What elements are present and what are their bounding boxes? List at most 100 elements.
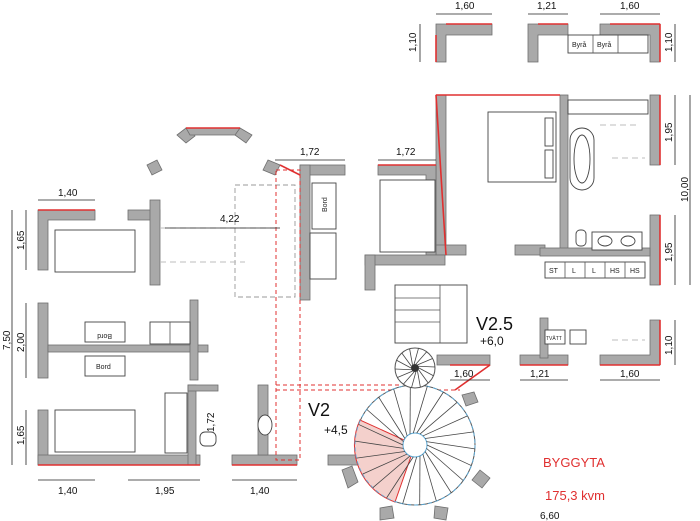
dimension-lines <box>11 13 691 481</box>
spiral-step-small <box>417 358 433 366</box>
label-bord-upper: Bord <box>322 197 329 212</box>
dim-top-right-2: 1,21 <box>537 1 557 12</box>
spiral-step <box>425 431 474 439</box>
wall-l-v2 <box>37 302 49 379</box>
furniture <box>54 34 649 454</box>
laundry-sink <box>569 329 587 345</box>
wall-tower-l <box>327 454 359 466</box>
wall-tr-5 <box>649 214 661 286</box>
wall-bay-r <box>262 159 281 176</box>
dim-mid-top-1: 1,72 <box>300 147 320 158</box>
label-wardrobe-0: ST <box>549 268 559 275</box>
spiral-step-small <box>396 359 412 369</box>
cabinet-right <box>567 99 649 115</box>
label-byra-2: Byrå <box>597 41 612 49</box>
toilet-master <box>575 229 587 247</box>
toilet-left <box>199 431 217 447</box>
dim-left-2: 2,00 <box>16 332 27 352</box>
spiral-step-small <box>409 348 413 365</box>
label-v2-level: +4,5 <box>324 423 348 437</box>
spiral-step <box>356 451 405 459</box>
spiral-step <box>362 453 408 475</box>
wall-bed-bottom-l <box>435 244 467 256</box>
stair-upper <box>394 284 468 344</box>
spiral-step <box>424 451 452 493</box>
spiral-step-small <box>395 368 412 371</box>
spiral-step-small <box>403 371 415 385</box>
label-v2-5-level: +6,0 <box>480 334 504 348</box>
spiral-step <box>426 441 475 450</box>
wall-l-bot <box>37 454 201 466</box>
spiral-step <box>422 453 437 502</box>
spiral-step <box>372 455 411 489</box>
wall-l-mid <box>47 344 209 353</box>
dim-left-1: 1,65 <box>16 230 27 250</box>
sink-1 <box>597 235 613 247</box>
dim-mid-top-2: 1,72 <box>396 147 416 158</box>
dim-top-right-side: 1,10 <box>664 32 675 52</box>
spiral-step <box>402 456 418 504</box>
dining-table <box>234 184 296 298</box>
dim-left-3: 1,65 <box>16 425 27 445</box>
table-left-2 <box>84 355 126 377</box>
cabinet-top <box>567 34 649 54</box>
dashed-red-zone <box>275 169 301 461</box>
wall-tr-4 <box>649 94 661 166</box>
kitchen-unit <box>309 232 337 280</box>
dim-bottom-1: 1,40 <box>58 486 78 497</box>
wall-l-v1 <box>149 199 161 286</box>
dim-mid-right-3: 1,60 <box>620 369 640 380</box>
bed-left-bottom <box>54 409 136 453</box>
label-area-value: 175,3 kvm <box>545 488 605 503</box>
cabinet-bath <box>164 392 188 454</box>
bed-central <box>379 179 436 253</box>
label-v2-5: V2.5 <box>476 314 513 334</box>
spiral-step <box>355 440 404 449</box>
wall-tr-6 <box>599 319 661 366</box>
dim-left-room-top: 1,40 <box>58 188 78 199</box>
label-wardrobe-2: L <box>592 268 596 275</box>
red-outline <box>38 23 661 466</box>
spiral-step-small <box>411 371 417 388</box>
wall-c-4 <box>364 254 446 266</box>
wall-c-5 <box>364 254 376 291</box>
tub-inner <box>573 134 591 184</box>
wall-l-bath-t <box>187 384 219 392</box>
spiral-step-small <box>401 352 412 367</box>
bath-sink <box>257 414 273 436</box>
spiral-step <box>393 388 408 437</box>
room-labels: Bord Bord Bord Byrå Byrå ST L L HS HS TV… <box>96 41 640 503</box>
dim-right-1: 1,95 <box>664 122 675 142</box>
wardrobe <box>544 261 646 279</box>
dim-bottom-2: 1,95 <box>155 486 175 497</box>
spiral-step <box>366 409 404 442</box>
wall-bay-tl <box>176 127 196 144</box>
tower-walls <box>341 391 491 521</box>
wall-hall-b <box>231 454 298 466</box>
dim-top-right-1: 1,60 <box>455 1 475 12</box>
pillow-2 <box>544 149 554 179</box>
table-left-1 <box>84 321 126 343</box>
label-bord-left-2: Bord <box>96 364 111 371</box>
wall-l-bath-v <box>187 384 197 466</box>
wall-tr-1 <box>435 23 493 63</box>
label-v2: V2 <box>308 400 330 420</box>
dim-left-total: 7,50 <box>2 330 13 350</box>
wall-bay-l <box>146 159 163 176</box>
dim-top-right-3: 1,60 <box>620 1 640 12</box>
dim-bath-width: 1,72 <box>206 412 217 432</box>
label-tvatt: TVÄTT <box>546 335 562 342</box>
desk-upper <box>311 182 337 230</box>
spiral-step <box>416 391 444 434</box>
dim-right-3: 1,10 <box>664 335 675 355</box>
dim-bottom-3: 1,40 <box>250 486 270 497</box>
spiral-stair-small <box>394 347 436 389</box>
label-bord-left-1: Bord <box>97 332 112 339</box>
spiral-stair-large <box>353 384 476 506</box>
spiral-step <box>426 444 472 466</box>
dashed-overlays <box>160 124 645 461</box>
wall-tr-8 <box>436 354 491 366</box>
wall-tr-2 <box>527 23 569 63</box>
wall-bay-tr <box>234 127 253 144</box>
